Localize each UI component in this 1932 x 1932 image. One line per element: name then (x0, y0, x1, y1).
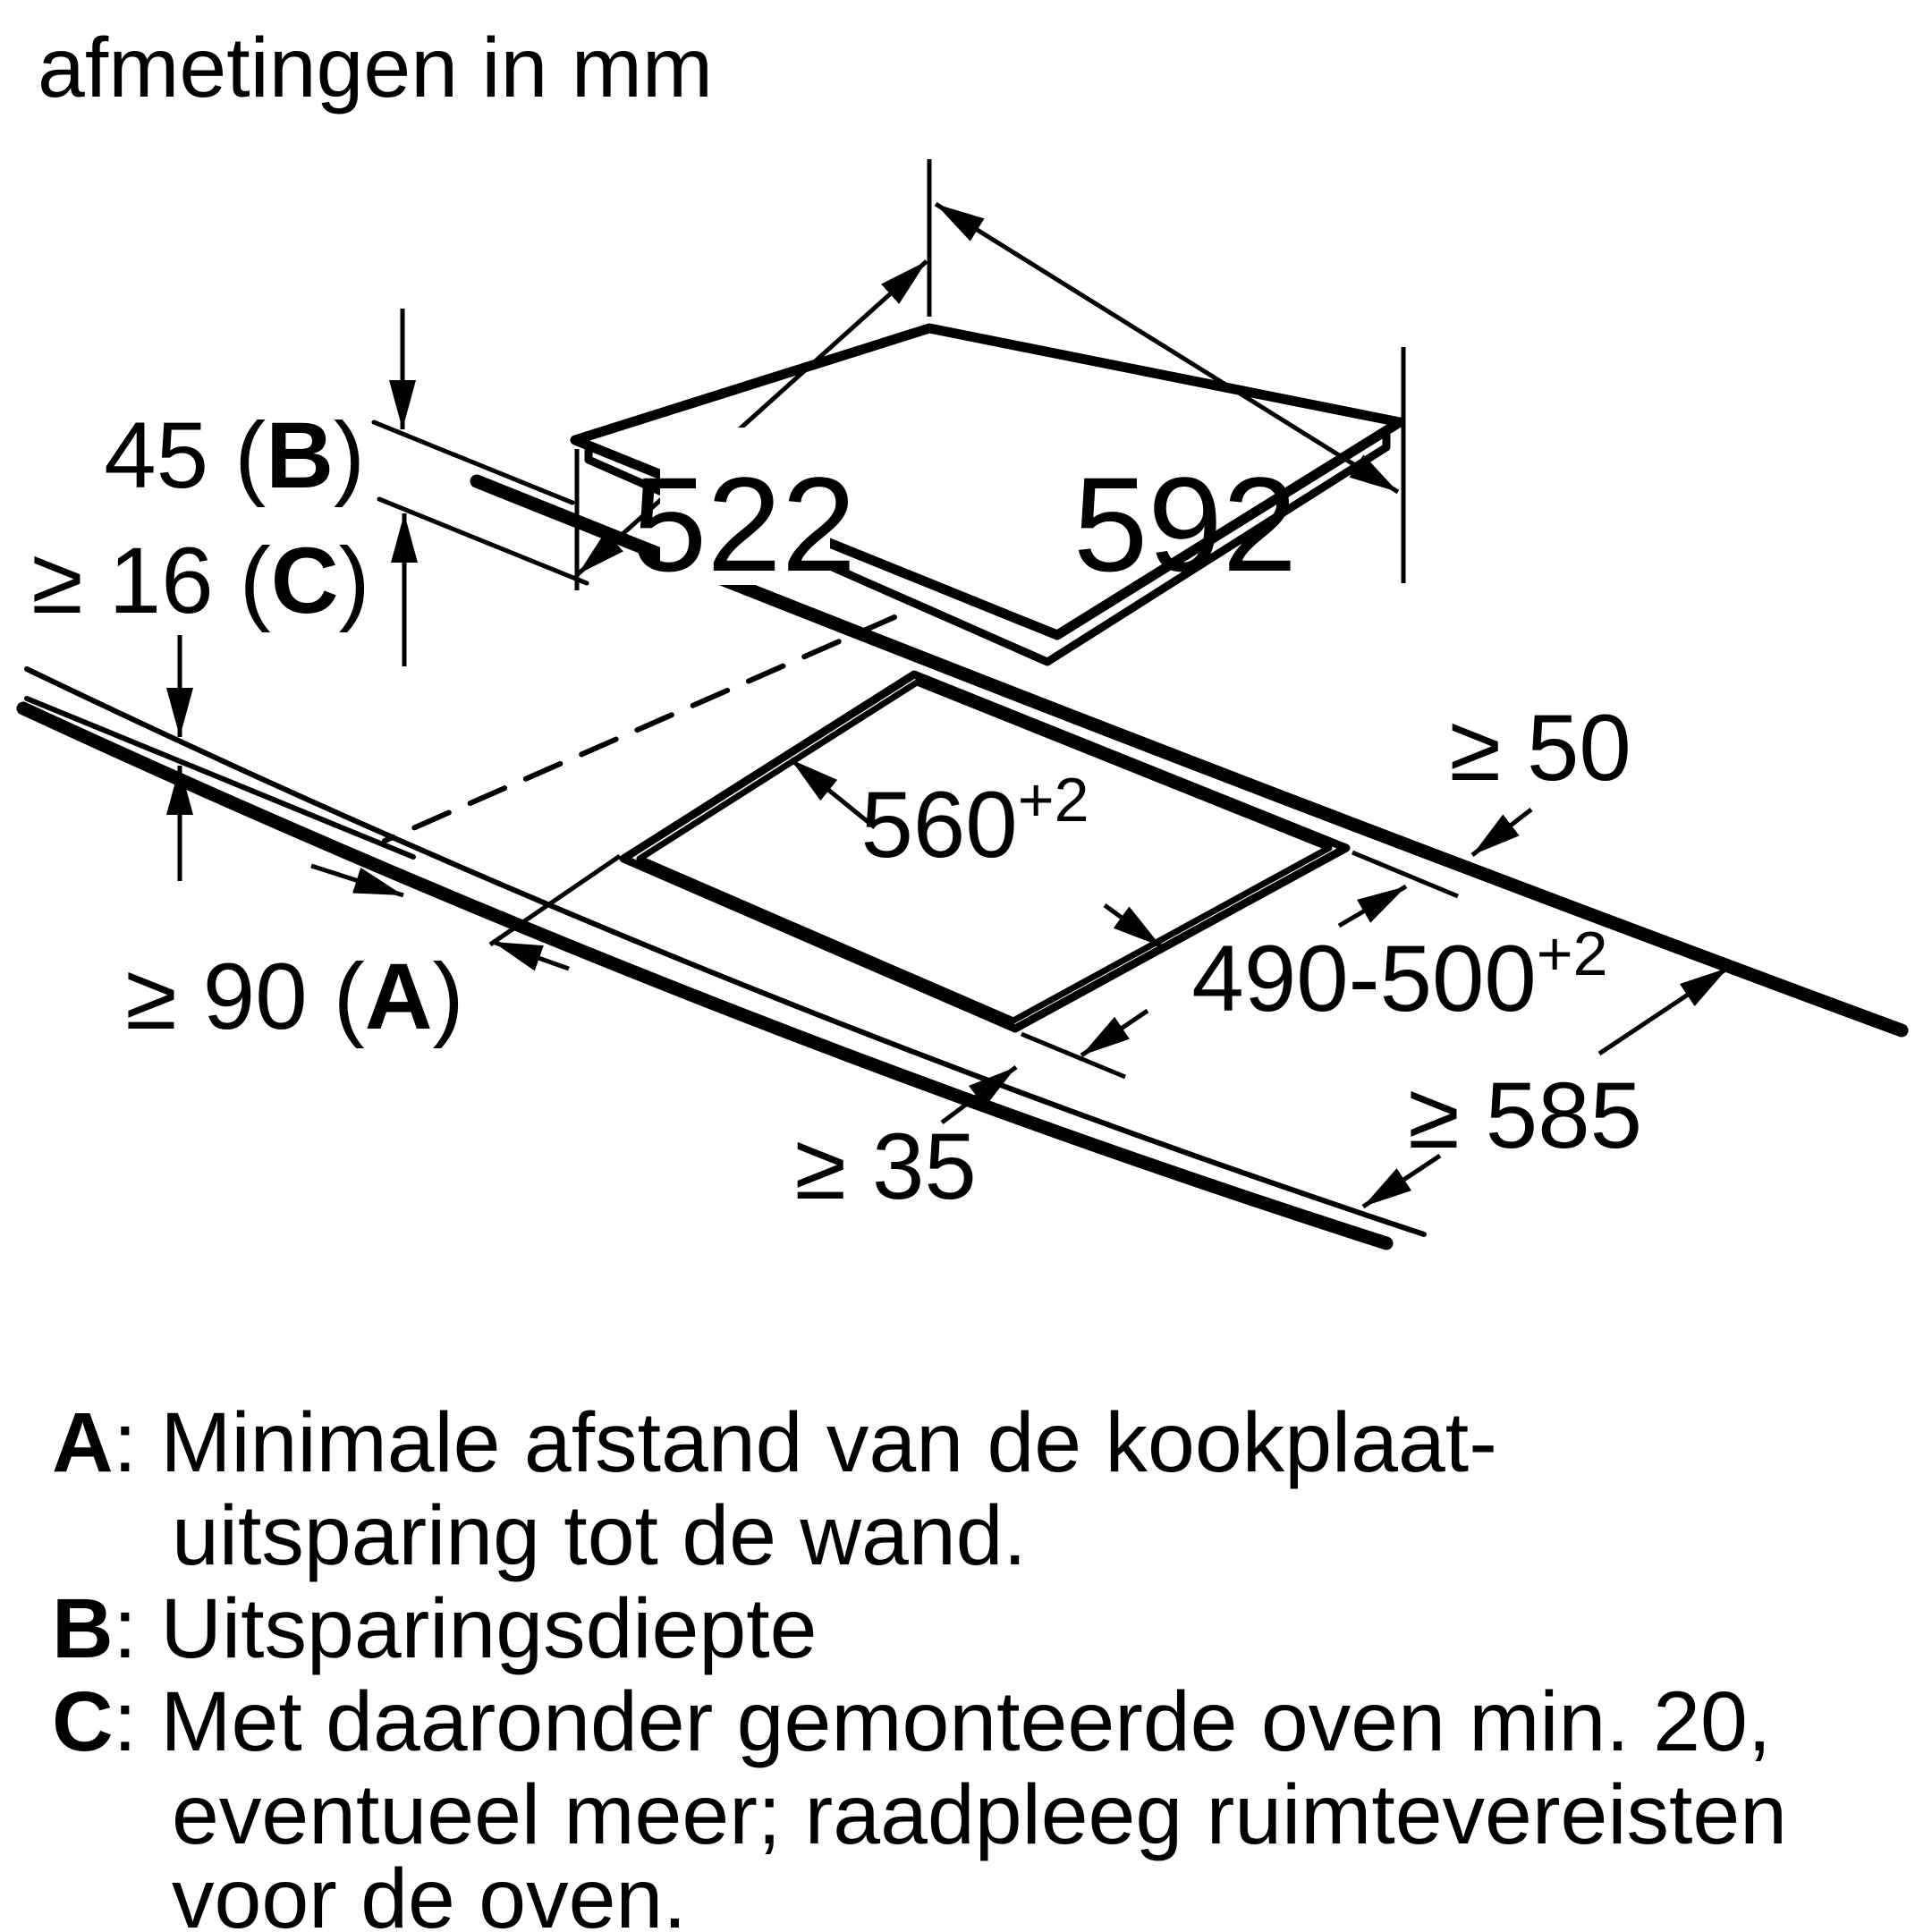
dim-arrow-90-right (492, 939, 570, 971)
worktop-front-top-line (24, 666, 1427, 1237)
dim-arrow-585-upper (1597, 965, 1730, 1056)
dim-label-522: 522 (632, 449, 856, 599)
dim-label-490-500: 490-500+2 (1191, 919, 1607, 1031)
tick-cutout-left (488, 853, 622, 947)
legend-line-c1: C: Met daaronder gemonteerde oven min. 2… (52, 1674, 1771, 1769)
dim-label-50: ≥ 50 (1449, 696, 1631, 801)
dim-arrow-35 (940, 1064, 1018, 1125)
cutout-outline (619, 670, 1351, 1033)
dim-label-35: ≥ 35 (794, 1114, 977, 1219)
dim-label-560: 560+2 (860, 765, 1089, 877)
dim-label-16C: ≥ 16 (C) (31, 529, 370, 633)
worktop-front-edge-line (16, 701, 1394, 1250)
legend-line-a2: uitsparing tot de wand. (172, 1488, 1027, 1583)
legend-line-b: B: Uitsparingsdiepte (52, 1581, 817, 1676)
dim-arrow-560-left (789, 758, 877, 829)
dim-arrow-560-right (1103, 902, 1163, 949)
dim-arrow-490-upper (1337, 884, 1408, 928)
hob-level-line-top (371, 419, 575, 505)
legend-line-c3: voor de oven. (172, 1852, 687, 1932)
page-title: afmetingen in mm (38, 21, 713, 115)
cutout-inner-wall (636, 679, 1333, 1024)
dim-arrow-50 (1470, 808, 1533, 857)
dim-label-90A: ≥ 90 (A) (125, 945, 464, 1049)
dim-522-text-mask (660, 428, 830, 585)
dim-arrow-585-lower (1361, 1153, 1442, 1209)
dim-label-592: 592 (1073, 449, 1297, 599)
legend-line-c2: eventueel meer; raadpleeg ruimtevereiste… (172, 1767, 1787, 1862)
dim-line-592 (934, 201, 1400, 495)
tick-cutout-right (1352, 850, 1459, 899)
dim-label-45B: 45 (B) (104, 403, 365, 508)
worktop-front-inner-line (24, 696, 416, 860)
dim-line-522 (576, 259, 928, 576)
legend-line-a1: A: Minimale afstand van de kookplaat- (52, 1395, 1497, 1490)
hob-level-line-bottom (377, 496, 589, 586)
dim-label-585: ≥ 585 (1408, 1063, 1642, 1168)
projection-dashed-line (382, 614, 897, 843)
dim-arrow-90-left (310, 863, 404, 898)
tick-cutout-bottom (1021, 1031, 1126, 1080)
dim-arrow-490-lower (1080, 1008, 1149, 1058)
